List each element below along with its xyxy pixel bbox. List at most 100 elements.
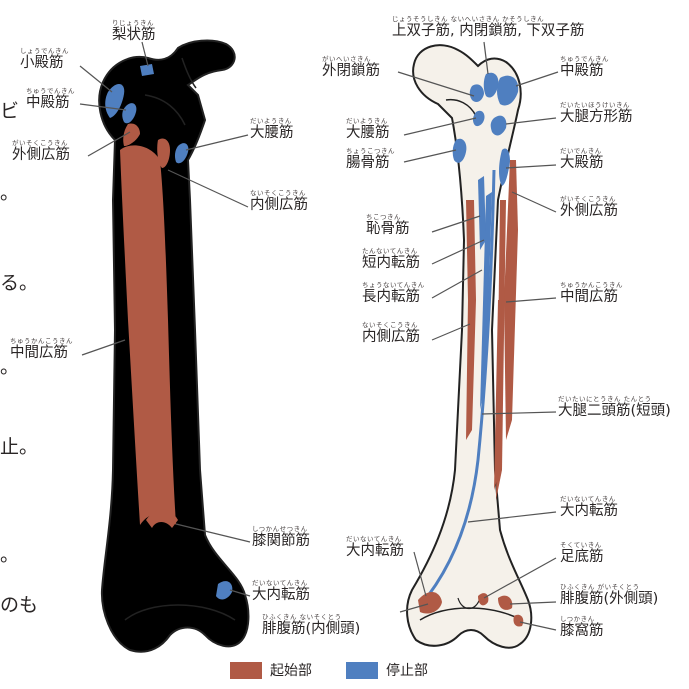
label-vastus-intermedius-right: ちゅうかんこうきん中間広筋	[560, 282, 623, 305]
left-piriformis-insertion	[140, 64, 154, 76]
label-text: 腓腹筋(外側頭)	[560, 591, 658, 607]
label-gluteus-medius-right: ちゅうでんきん中殿筋	[560, 56, 609, 79]
ruby: だいたいにとうきん たんとう	[558, 396, 671, 403]
label-text: 大腰筋	[250, 125, 294, 141]
label-text: 足底筋	[560, 549, 604, 565]
leader-line	[404, 150, 456, 162]
label-text: 小殿筋	[20, 55, 64, 71]
label-biceps-femoris-short-head: だいたいにとうきん たんとう大腿二頭筋(短頭)	[558, 396, 671, 419]
label-text: 膝関節筋	[252, 533, 310, 549]
label-text: 上双子筋, 内閉鎖筋, 下双子筋	[392, 23, 584, 39]
ruby: だいないてんきん	[346, 536, 404, 543]
label-adductor-magnus-tubercle: だいないてんきん大内転筋	[346, 536, 404, 559]
ruby: ひふくきん ないそくとう	[262, 614, 360, 621]
ruby: だいないてんきん	[252, 580, 310, 587]
ruby: ちゅうかんこうきん	[560, 282, 623, 289]
ruby: たんないてんきん	[362, 248, 420, 255]
side-text: のも	[0, 590, 38, 617]
ruby: ないそくこうきん	[250, 190, 308, 197]
label-adductor-magnus-right: だいないてんきん大内転筋	[560, 496, 618, 519]
label-text: 大内転筋	[560, 503, 618, 519]
label-text: 大腰筋	[346, 125, 390, 141]
label-iliacus: ちょうこつきん腸骨筋	[346, 148, 395, 171]
leader-line	[516, 72, 558, 86]
ruby: りじょうきん	[112, 20, 156, 27]
ruby: がいへいさきん	[322, 56, 380, 63]
ruby: しつかきん	[560, 616, 604, 623]
label-text: 腓腹筋(内側頭)	[262, 621, 360, 637]
label-vastus-intermedius-left: ちゅうかんこうきん中間広筋	[10, 338, 73, 361]
right-vastus-lateralis-origin	[504, 160, 518, 440]
label-text: 膝窩筋	[560, 623, 604, 639]
legend-origin-swatch	[230, 662, 262, 679]
label-articularis-genus: しつかんせつきん膝関節筋	[252, 526, 310, 549]
side-text: 止。	[0, 432, 38, 459]
label-text: 大腿二頭筋(短頭)	[558, 403, 671, 419]
label-gluteus-minimus: しょうでんきん小殿筋	[20, 48, 69, 71]
label-text: 外側広筋	[12, 147, 70, 163]
label-text: 内側広筋	[250, 197, 308, 213]
side-text: ビ	[0, 96, 19, 123]
label-gluteus-medius: ちゅうでんきん中殿筋	[26, 88, 75, 111]
label-text: 中殿筋	[26, 95, 70, 111]
label-vastus-medialis-left: ないそくこうきん内側広筋	[250, 190, 308, 213]
label-vastus-lateralis-left: がいそくこうきん外側広筋	[12, 140, 70, 163]
ruby: ちょうないてんきん	[362, 282, 425, 289]
label-gastrocnemius-medial: ひふくきん ないそくとう腓腹筋(内側頭)	[262, 614, 360, 637]
label-text: 中間広筋	[560, 289, 618, 305]
label-text: 短内転筋	[362, 255, 420, 271]
side-text: る。	[0, 268, 38, 295]
leader-line	[512, 192, 556, 212]
ruby: ちゅうでんきん	[26, 88, 75, 95]
label-text: 腸骨筋	[346, 155, 390, 171]
label-text: 中殿筋	[560, 63, 604, 79]
label-psoas-major-right: だいようきん大腰筋	[346, 118, 390, 141]
label-text: 恥骨筋	[366, 221, 410, 237]
side-text: 。	[0, 540, 19, 567]
label-gastrocnemius-lateral: ひふくきん がいそくとう腓腹筋(外側頭)	[560, 584, 658, 607]
ruby: がいそくこうきん	[12, 140, 70, 147]
ruby: だいないてんきん	[560, 496, 618, 503]
label-obturator-externus: がいへいさきん外閉鎖筋	[322, 56, 380, 79]
ruby: ちょうこつきん	[346, 148, 395, 155]
label-gluteus-maximus: だいでんきん大殿筋	[560, 148, 604, 171]
ruby: ないそくこうきん	[362, 322, 420, 329]
ruby: ちこつきん	[366, 214, 410, 221]
label-text: 大内転筋	[252, 587, 310, 603]
ruby: ちゅうかんこうきん	[10, 338, 73, 345]
label-text: 梨状筋	[112, 27, 156, 43]
legend: 起始部 停止部	[230, 660, 454, 680]
label-gemelli-obturator-internus: じょうそうしきん ないへいさきん かそうしきん上双子筋, 内閉鎖筋, 下双子筋	[392, 16, 584, 39]
ruby: そくていきん	[560, 542, 604, 549]
label-vastus-medialis-right: ないそくこうきん内側広筋	[362, 322, 420, 345]
left-femur-bone	[99, 41, 248, 652]
ruby: だいでんきん	[560, 148, 604, 155]
label-vastus-lateralis-right: がいそくこうきん外側広筋	[560, 196, 618, 219]
ruby: しょうでんきん	[20, 48, 69, 55]
label-adductor-brevis: たんないてんきん短内転筋	[362, 248, 420, 271]
legend-origin-label: 起始部	[270, 660, 312, 680]
side-text: 。	[0, 178, 19, 205]
legend-insertion-label: 停止部	[386, 660, 428, 680]
label-pectineus: ちこつきん恥骨筋	[366, 214, 410, 237]
label-text: 外側広筋	[560, 203, 618, 219]
ruby: がいそくこうきん	[560, 196, 618, 203]
ruby: だいようきん	[250, 118, 294, 125]
label-popliteus: しつかきん膝窩筋	[560, 616, 604, 639]
ruby: しつかんせつきん	[252, 526, 310, 533]
label-piriformis: りじょうきん梨状筋	[112, 20, 156, 43]
ruby: ちゅうでんきん	[560, 56, 609, 63]
ruby: ひふくきん がいそくとう	[560, 584, 658, 591]
label-text: 大腿方形筋	[560, 109, 633, 125]
label-text: 中間広筋	[10, 345, 68, 361]
label-text: 内側広筋	[362, 329, 420, 345]
label-plantaris: そくていきん足底筋	[560, 542, 604, 565]
label-text: 大内転筋	[346, 543, 404, 559]
label-psoas-major-left: だいようきん大腰筋	[250, 118, 294, 141]
left-femur	[99, 41, 248, 652]
label-text: 長内転筋	[362, 289, 420, 305]
label-quadratus-femoris: だいたいほうけいきん大腿方形筋	[560, 102, 633, 125]
ruby: じょうそうしきん ないへいさきん かそうしきん	[392, 16, 584, 23]
label-adductor-magnus-left: だいないてんきん大内転筋	[252, 580, 310, 603]
